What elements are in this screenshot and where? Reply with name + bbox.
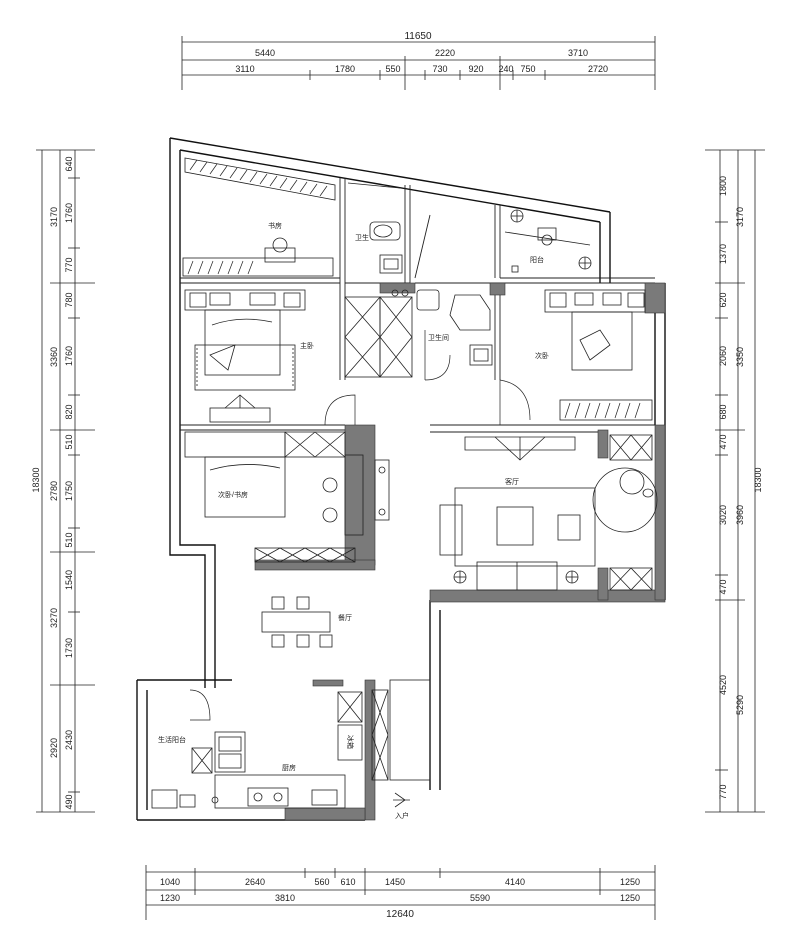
right-inner-dim-7: 3020	[718, 505, 728, 525]
left-inner-dim-11: 1730	[64, 638, 74, 658]
shelf-hatch	[189, 159, 328, 197]
right-inner-dim-4: 2060	[718, 346, 728, 366]
right-inner-dim-6: 470	[718, 434, 728, 449]
balcony-1: 阳台	[504, 209, 592, 273]
left-inner-dim-10: 1540	[64, 570, 74, 590]
master-label: 主卧	[300, 341, 314, 350]
right-inner-dim-9: 4520	[718, 675, 728, 695]
bottom-dim-11: 1250	[620, 893, 640, 903]
left-mid-dim-4: 3270	[49, 608, 59, 628]
left-inner-dim-8: 1750	[64, 481, 74, 501]
outer-walls	[136, 137, 666, 821]
right-mid-dim-3: 3960	[735, 505, 745, 525]
top-total-dim: 11650	[404, 31, 432, 42]
top-dim-8: 920	[468, 64, 483, 74]
left-mid-dim-3: 2780	[49, 481, 59, 501]
bottom-dim-7: 1250	[620, 877, 640, 887]
left-mid-dim-1: 3170	[49, 207, 59, 227]
right-mid-dim-4: 5290	[735, 695, 745, 715]
top-dim-6: 550	[385, 64, 400, 74]
top-dim-5: 1780	[335, 64, 355, 74]
bottom-dim-5: 1450	[385, 877, 405, 887]
top-dim-9: 240	[498, 64, 513, 74]
dining-label: 餐厅	[338, 613, 352, 622]
bottom-dim-2: 2640	[245, 877, 265, 887]
entrance-label: 入户	[395, 811, 409, 820]
bottom-dim-6: 4140	[505, 877, 525, 887]
top-dim-10: 750	[520, 64, 535, 74]
balcony1-label: 阳台	[530, 255, 544, 264]
top-dim-4: 3110	[235, 64, 254, 74]
bathroom-2: 卫生间	[424, 294, 493, 381]
right-dimensions: 18300 3170 3350 3960 5290 1800 1370 620 …	[705, 149, 765, 813]
bedroom3-label: 次卧	[535, 351, 549, 360]
top-dim-11: 2720	[588, 64, 608, 74]
interior-walls	[180, 178, 655, 433]
study-label: 书房	[268, 221, 282, 230]
balcony-2: 生活阳台	[151, 689, 213, 809]
left-inner-dim-6: 820	[64, 404, 74, 419]
entrance: 入户	[371, 679, 431, 820]
right-inner-dim-8: 470	[718, 579, 728, 594]
left-inner-dim-7: 510	[64, 434, 74, 449]
top-dim-7: 730	[432, 64, 447, 74]
bathroom-1: 卫生	[347, 182, 403, 274]
left-mid-dim-2: 3360	[49, 347, 59, 367]
right-mid-dim-2: 3350	[735, 347, 745, 367]
bottom-dim-8: 1230	[160, 893, 180, 903]
top-dim-3: 3710	[568, 48, 588, 58]
left-inner-dim-2: 1760	[64, 203, 74, 223]
bedroom-2: 次卧/书房	[184, 394, 390, 563]
left-inner-dim-5: 1760	[64, 346, 74, 366]
bottom-dimensions: 1040 2640 560 610 1450 4140 1250 1230 38…	[145, 865, 656, 920]
bottom-dim-1: 1040	[160, 877, 180, 887]
bath1-label: 卫生	[355, 233, 369, 242]
right-inner-dim-10: 770	[718, 784, 728, 799]
balcony2-label: 生活阳台	[158, 735, 186, 744]
left-inner-dim-3: 770	[64, 257, 74, 272]
study-room: 书房	[182, 157, 336, 277]
left-inner-dim-1: 640	[64, 156, 74, 171]
right-inner-dim-1: 1800	[718, 176, 728, 196]
bath2-label: 卫生间	[428, 333, 449, 342]
right-inner-dim-3: 620	[718, 292, 728, 307]
bottom-total-dim: 12640	[386, 909, 414, 920]
bottom-dim-3: 560	[314, 877, 329, 887]
left-inner-dim-9: 510	[64, 532, 74, 547]
bottom-dim-4: 610	[340, 877, 355, 887]
right-inner-dim-5: 680	[718, 404, 728, 419]
master-bedroom: 主卧	[184, 289, 314, 423]
left-dimensions: 18300 3170 3360 2780 3270 2920 640 1760 …	[31, 149, 95, 813]
right-total-dim: 18300	[753, 467, 763, 492]
kitchen-label: 厨房	[282, 763, 296, 772]
left-mid-dim-5: 2920	[49, 738, 59, 758]
central-closets	[344, 289, 440, 378]
left-inner-dim-13: 490	[64, 794, 74, 809]
top-dim-2: 2220	[435, 48, 455, 58]
top-dimensions: 11650 5440 2220 3710 3110 1780 550 730 9…	[181, 31, 656, 90]
thick-walls	[254, 282, 666, 821]
bottom-dim-10: 5590	[470, 893, 490, 903]
bedroom-3: 次卧	[499, 289, 653, 425]
bottom-dim-9: 3810	[275, 893, 295, 903]
left-inner-dim-12: 2430	[64, 730, 74, 750]
dining-room: 餐厅	[261, 596, 352, 648]
living-label: 客厅	[505, 477, 519, 486]
kitchen: 冰箱 厨房	[211, 691, 363, 809]
left-total-dim: 18300	[31, 467, 41, 492]
living-room: 客厅	[439, 434, 658, 591]
right-mid-dim-1: 3170	[735, 207, 745, 227]
right-inner-dim-2: 1370	[718, 244, 728, 264]
bedroom2-label: 次卧/书房	[218, 490, 248, 499]
left-inner-dim-4: 780	[64, 292, 74, 307]
top-dim-1: 5440	[255, 48, 275, 58]
fridge-label: 冰箱	[346, 735, 355, 749]
